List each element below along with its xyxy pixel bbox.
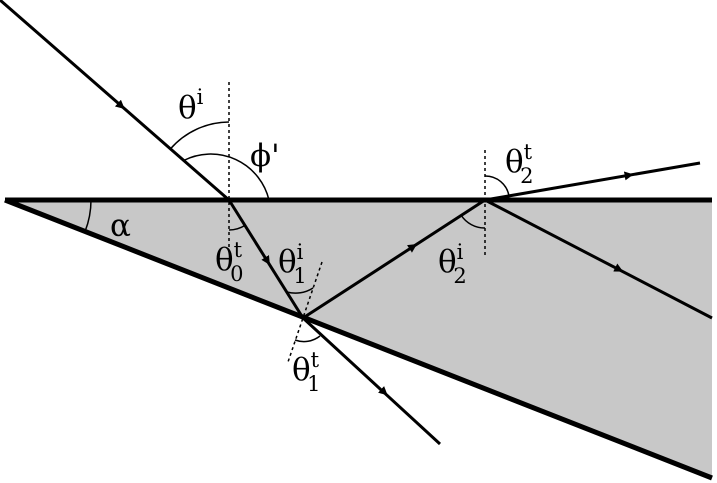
arc-theta-i — [169, 121, 230, 150]
label-phi-prime: ϕ' — [250, 138, 280, 174]
label-alpha: α — [110, 208, 131, 244]
arc-theta-1-t — [294, 335, 321, 343]
arc-theta-2-i — [460, 214, 486, 229]
reflected-ray-bottom — [302, 198, 486, 320]
bottom-surface — [4, 197, 713, 481]
arc-theta-1-i — [286, 287, 314, 294]
incident-ray — [0, 0, 230, 202]
transmitted-ray-bottom — [301, 316, 442, 446]
transmitted-ray-top — [484, 161, 701, 202]
reflected-ray-top — [484, 198, 713, 320]
arc-alpha — [84, 199, 92, 232]
arc-phi-prime — [183, 153, 270, 201]
arc-theta-2-t — [484, 175, 510, 197]
arc-theta-0-t — [228, 224, 246, 231]
label-theta-i: θi — [178, 85, 204, 126]
